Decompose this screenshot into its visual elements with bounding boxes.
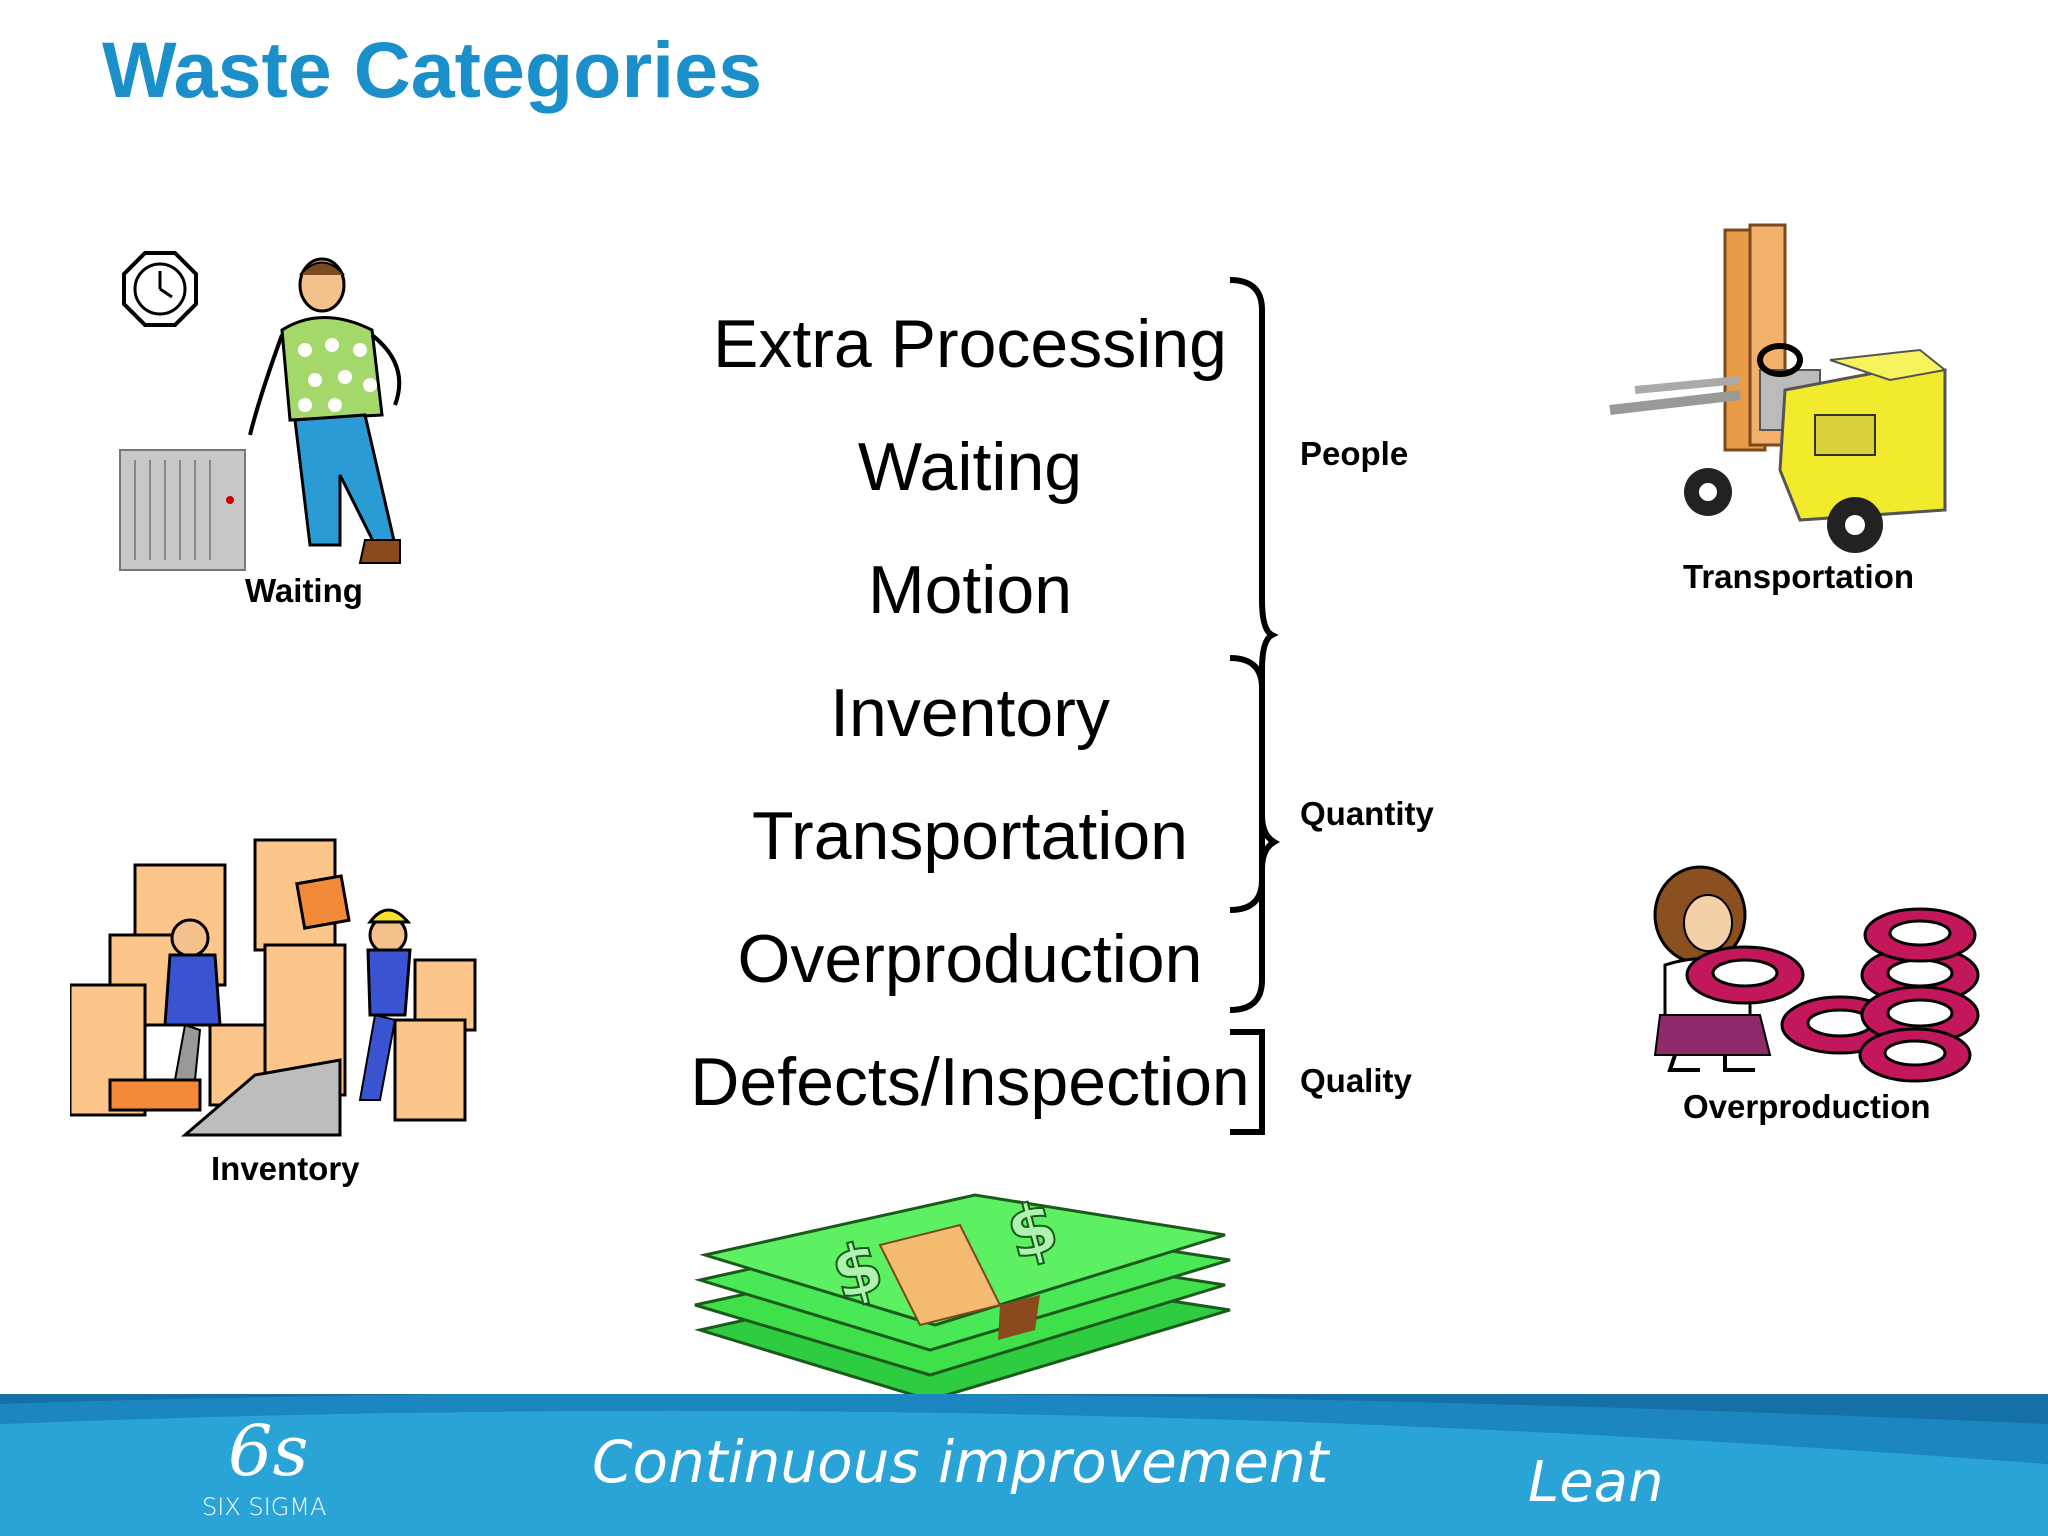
- svg-text:$: $: [823, 1225, 891, 1317]
- footer-logo-mark: 6s: [228, 1410, 309, 1492]
- quantity-brace-shape: [1229, 655, 1280, 1013]
- forklift-icon: [1609, 223, 1948, 553]
- waiting-man-icon: [119, 251, 402, 571]
- group-label-quantity: Quantity: [1300, 795, 1434, 832]
- people-brace-shape: [1220, 270, 1280, 650]
- caption-inventory: Inventory: [211, 1150, 360, 1187]
- footer-logo-text: SIX SIGMA: [202, 1493, 327, 1521]
- group-label-quality: Quality: [1300, 1062, 1412, 1099]
- list-item: Transportation: [752, 798, 1188, 874]
- list-item: Motion: [867, 552, 1073, 628]
- clock-icon: [122, 251, 198, 327]
- list-item: Extra Processing: [713, 306, 1227, 382]
- footer-right-text: Lean: [1528, 1450, 1664, 1515]
- quality-brace: [1230, 1029, 1265, 1135]
- page-title: Waste Categories: [102, 25, 763, 114]
- list-item: Waiting: [857, 429, 1083, 505]
- money-stack-icon: $ $: [694, 1184, 1231, 1402]
- caveman-icon: [1653, 865, 1980, 1083]
- group-label-people: People: [1300, 435, 1409, 472]
- footer-bar: [0, 1394, 2048, 1536]
- caption-transportation: Transportation: [1683, 558, 1915, 595]
- caption-waiting: Waiting: [245, 572, 363, 609]
- list-item: Defects/Inspection: [690, 1044, 1250, 1120]
- inventory-boxes-icon: [70, 838, 477, 1137]
- list-item: Inventory: [830, 675, 1110, 751]
- list-item: Overproduction: [737, 921, 1203, 997]
- caption-overproduction: Overproduction: [1683, 1088, 1931, 1125]
- footer-center-text: Continuous improvement: [592, 1428, 1329, 1496]
